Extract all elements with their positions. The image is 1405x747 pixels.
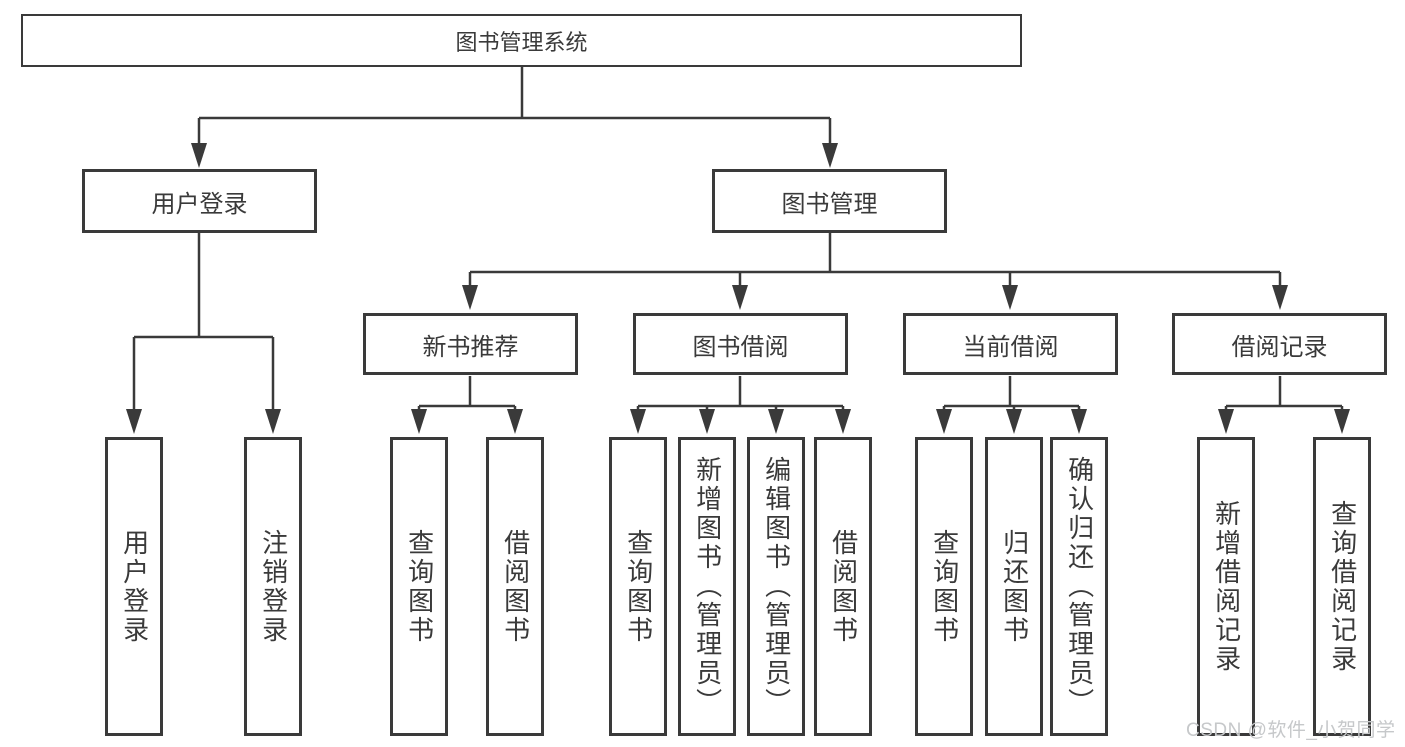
leaf-query-books-recommend: 查询图书 <box>390 437 448 736</box>
leaf-user-login: 用户登录 <box>105 437 163 736</box>
connector-current-borrowing <box>936 376 1087 434</box>
node-root: 图书管理系统 <box>21 14 1022 67</box>
connector-book-management <box>462 233 1288 310</box>
leaf-borrow-books-recommend: 借阅图书 <box>486 437 544 736</box>
leaf-query-books-current: 查询图书 <box>915 437 973 736</box>
leaf-label: 查询图书 <box>404 528 435 645</box>
leaf-label: 查询图书 <box>929 528 960 645</box>
leaf-label: 注销登录 <box>258 528 289 645</box>
leaf-label: 查询借阅记录 <box>1327 499 1358 674</box>
leaf-add-books-admin: 新增图书（管理员） <box>678 437 736 736</box>
leaf-label: 新增借阅记录 <box>1211 499 1242 674</box>
leaf-label: 借阅图书 <box>500 528 531 645</box>
leaf-label: 借阅图书 <box>828 528 859 645</box>
leaf-label: 归还图书 <box>999 528 1030 645</box>
leaf-label: 新增图书（管理员） <box>692 456 723 717</box>
leaf-query-borrow-record: 查询借阅记录 <box>1313 437 1371 736</box>
leaf-edit-books-admin: 编辑图书（管理员） <box>747 437 805 736</box>
leaf-query-books-borrowing: 查询图书 <box>609 437 667 736</box>
node-new-book-recommendation: 新书推荐 <box>363 313 578 375</box>
leaf-confirm-return-admin: 确认归还（管理员） <box>1050 437 1108 736</box>
leaf-label: 用户登录 <box>119 528 150 645</box>
connector-new-book-recommendation <box>411 376 523 434</box>
connector-borrowing-records <box>1218 376 1350 434</box>
connector-user-login <box>126 233 281 434</box>
leaf-return-books: 归还图书 <box>985 437 1043 736</box>
node-borrowing-records: 借阅记录 <box>1172 313 1387 375</box>
csdn-watermark: CSDN @软件_小贺同学 <box>1186 720 1396 741</box>
leaf-label: 编辑图书（管理员） <box>761 456 792 717</box>
leaf-add-borrow-record: 新增借阅记录 <box>1197 437 1255 736</box>
node-user-login: 用户登录 <box>82 169 317 233</box>
node-book-borrowing: 图书借阅 <box>633 313 848 375</box>
node-book-management: 图书管理 <box>712 169 947 233</box>
leaf-borrow-books: 借阅图书 <box>814 437 872 736</box>
node-current-borrowing: 当前借阅 <box>903 313 1118 375</box>
leaf-logout: 注销登录 <box>244 437 302 736</box>
leaf-label: 查询图书 <box>623 528 654 645</box>
connector-root <box>191 67 838 168</box>
connector-book-borrowing <box>630 376 851 434</box>
leaf-label: 确认归还（管理员） <box>1064 456 1095 717</box>
